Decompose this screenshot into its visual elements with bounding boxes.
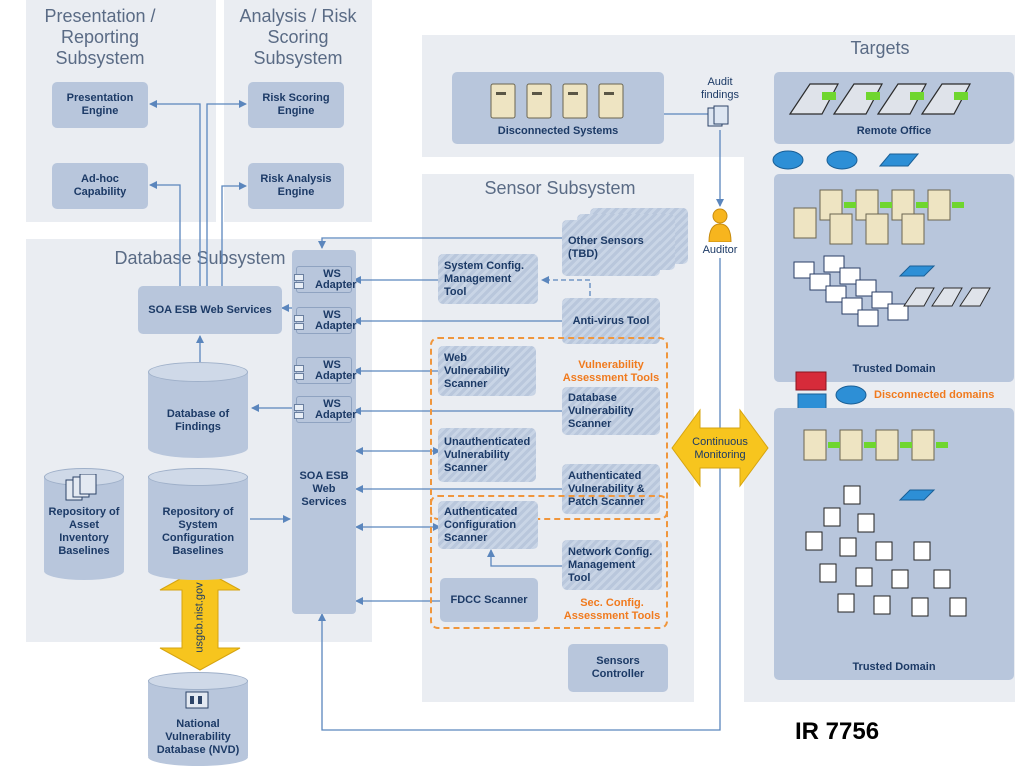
nvd-building-icon [185, 691, 209, 709]
auth-vuln-scanner-box: Authenticated Vulnerability & Patch Scan… [562, 464, 660, 514]
continuous-monitoring-double-arrow [671, 408, 769, 488]
vuln-tools-label: Vulnerability Assessment Tools [562, 359, 660, 384]
soa-esb-web-services-box: SOA ESB Web Services [138, 286, 282, 334]
disconnected-systems-label: Disconnected Systems [497, 125, 619, 137]
sec-config-tools-group [430, 495, 668, 629]
document-id-label: IR 7756 [795, 718, 880, 745]
antivirus-tool-box: Anti-virus Tool [562, 298, 660, 344]
sec-config-tools-label: Sec. Config. Assessment Tools [563, 597, 661, 622]
database-of-findings-cylinder: Database of Findings [148, 362, 248, 458]
auth-config-scanner-box: Authenticated Configuration Scanner [438, 501, 538, 549]
disconnected-servers-icon [490, 83, 624, 119]
trusted-domain-1-servers-icon [793, 189, 991, 327]
unauth-vuln-scanner-box: Unauthenticated Vulnerability Scanner [438, 428, 536, 482]
soa-esb-bar [292, 250, 356, 614]
ws-adapter-2: WS Adapter [294, 307, 357, 334]
net-config-tool-box: Network Config. Management Tool [562, 540, 662, 590]
sensor-panel-title: Sensor Subsystem [484, 178, 636, 198]
trusted-domain-1-label: Trusted Domain [852, 363, 936, 375]
auditor-person-icon [708, 208, 732, 242]
disconnected-router-icon [835, 385, 867, 405]
other-sensors-box: Other Sensors (TBD) [562, 220, 660, 276]
analysis-panel-title: Analysis / Risk Scoring Subsystem [239, 6, 357, 68]
risk-analysis-engine-box: Risk Analysis Engine [248, 163, 344, 209]
ws-adapter-4: WS Adapter [294, 396, 357, 423]
auditor-label: Auditor [702, 244, 738, 256]
risk-scoring-engine-box: Risk Scoring Engine [248, 82, 344, 128]
adhoc-capability-box: Ad-hoc Capability [52, 163, 148, 209]
fdcc-scanner-box: FDCC Scanner [440, 578, 538, 622]
audit-findings-doc-icon [707, 105, 729, 127]
sensors-controller-box: Sensors Controller [568, 644, 668, 692]
ws-adapter-1: WS Adapter [294, 266, 357, 293]
continuous-monitoring-label: Continuous Monitoring [692, 436, 748, 461]
ws-adapter-3: WS Adapter [294, 357, 357, 384]
nvd-cylinder: National Vulnerability Database (NVD) [148, 672, 248, 766]
trusted-domain-2-label: Trusted Domain [852, 661, 936, 673]
usgcb-label: usgcb.nist.gov [193, 582, 206, 653]
repo-config-cylinder: Repository of System Configuration Basel… [148, 468, 248, 580]
disconnected-systems-box: Disconnected Systems [452, 72, 664, 144]
vuln-tools-group [430, 337, 668, 520]
trusted-domain-2-workstations-icon [803, 429, 967, 617]
asset-doc-stack-icon [65, 474, 97, 501]
db-vuln-scanner-box: Database Vulnerability Scanner [562, 387, 660, 435]
audit-findings-label: Audit findings [701, 76, 739, 101]
targets-panel-title: Targets [850, 38, 910, 58]
presentation-engine-box: Presentation Engine [52, 82, 148, 128]
usgcb-double-arrow [159, 567, 241, 671]
sys-config-tool-box: System Config. Management Tool [438, 254, 538, 304]
network-devices-icon [772, 150, 920, 170]
remote-office-laptops-icon [788, 83, 971, 115]
disconnected-domains-label: Disconnected domains [874, 389, 995, 401]
soa-esb-bar-label: SOA ESB Web Services [299, 470, 349, 508]
remote-office-label: Remote Office [856, 125, 932, 137]
web-vuln-scanner-box: Web Vulnerability Scanner [438, 346, 536, 396]
presentation-panel-title: Presentation / Reporting Subsystem [44, 6, 156, 68]
